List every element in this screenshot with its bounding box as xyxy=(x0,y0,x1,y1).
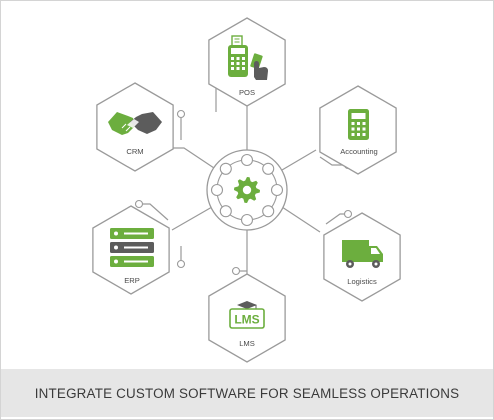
node-lms: LMS LMS xyxy=(208,273,286,363)
crm-label: CRM xyxy=(126,147,143,156)
hub-dot xyxy=(219,205,232,218)
lms-label: LMS xyxy=(239,339,255,348)
caption-text: INTEGRATE CUSTOM SOFTWARE FOR SEAMLESS O… xyxy=(34,385,460,401)
pos-terminal-icon xyxy=(228,35,268,80)
node-accounting: Accounting xyxy=(319,85,397,175)
caption-bar: INTEGRATE CUSTOM SOFTWARE FOR SEAMLESS O… xyxy=(1,369,493,417)
connector-end-dot xyxy=(176,259,186,269)
connector-end-dot xyxy=(343,209,353,219)
node-logistics: Logistics xyxy=(323,212,401,302)
connector-end-dot xyxy=(231,266,241,276)
gear-icon xyxy=(234,177,260,203)
delivery-truck-icon xyxy=(342,240,383,268)
hub-node-dots xyxy=(210,153,284,227)
connector-crm xyxy=(172,147,215,169)
connector-end-dot xyxy=(176,109,186,119)
node-crm: CRM xyxy=(96,82,174,172)
node-pos: POS xyxy=(208,17,286,107)
connector-accounting xyxy=(281,149,317,171)
node-erp: ERP xyxy=(92,205,170,295)
hub-dot xyxy=(262,205,275,218)
connector-logistics xyxy=(281,206,321,233)
hub-dot xyxy=(262,162,275,175)
central-hub xyxy=(206,149,288,231)
connector-end-dot xyxy=(134,199,144,209)
erp-label: ERP xyxy=(124,276,140,285)
lms-icon-text: LMS xyxy=(234,313,259,327)
hub-dot xyxy=(240,153,254,167)
accounting-label: Accounting xyxy=(340,147,378,156)
logistics-label: Logistics xyxy=(347,277,377,286)
server-stack-icon xyxy=(110,228,154,267)
connector-erp xyxy=(171,206,213,231)
lms-graduation-icon: LMS xyxy=(229,301,265,329)
hub-dot xyxy=(210,183,224,197)
integration-diagram: POS CRM Accounting xyxy=(92,17,401,363)
calculator-icon xyxy=(348,109,369,140)
pos-label: POS xyxy=(239,88,255,97)
hub-dot xyxy=(270,183,284,197)
handshake-icon xyxy=(108,112,162,135)
hub-dot xyxy=(240,213,254,227)
hub-dot xyxy=(219,162,232,175)
